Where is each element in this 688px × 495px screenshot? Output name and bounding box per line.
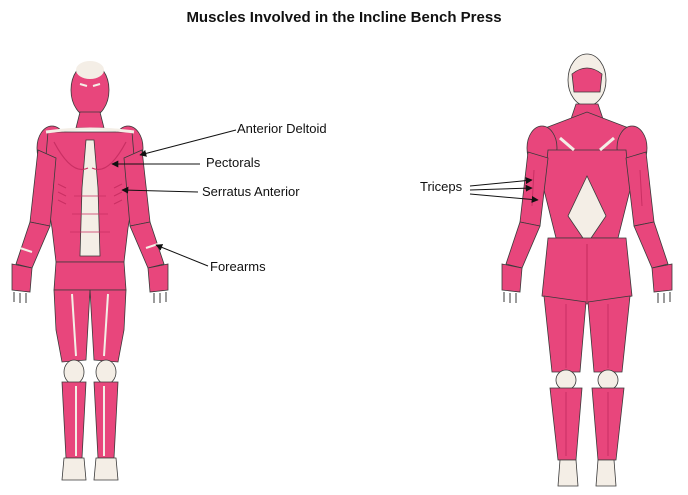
front-hips	[53, 261, 127, 291]
arrow-triceps-2	[469, 184, 533, 192]
label-triceps: Triceps	[420, 179, 463, 194]
front-left-foot	[61, 457, 87, 481]
front-right-thigh	[89, 289, 127, 363]
label-serratus-anterior: Serratus Anterior	[202, 184, 300, 199]
label-anterior-deltoid: Anterior Deltoid	[237, 121, 327, 136]
front-right-foot	[93, 457, 119, 481]
back-right-heel	[595, 459, 617, 487]
front-left-shin	[61, 381, 87, 459]
front-right-shin	[93, 381, 119, 459]
back-right-thigh	[587, 295, 631, 373]
diagram-title: Muscles Involved in the Incline Bench Pr…	[186, 9, 502, 26]
back-left-upper-arm	[519, 151, 549, 227]
back-right-upper-arm	[625, 151, 655, 227]
back-left-forearm	[505, 221, 541, 269]
front-right-forearm	[129, 221, 165, 269]
callout-arrows	[111, 129, 539, 267]
back-right-hand	[651, 263, 673, 293]
back-left-hand	[501, 263, 523, 293]
arrow-anterior-deltoid	[139, 129, 237, 157]
front-left-forearm	[15, 221, 51, 269]
arrow-forearms	[155, 244, 209, 267]
back-left-heel	[557, 459, 579, 487]
label-forearms: Forearms	[210, 259, 266, 274]
front-left-hand	[11, 263, 33, 293]
front-figure	[11, 61, 169, 481]
front-right-hand	[147, 263, 169, 293]
front-neck	[75, 111, 105, 129]
back-figure	[501, 53, 673, 487]
arrow-serratus-anterior	[121, 186, 199, 194]
label-pectorals: Pectorals	[206, 155, 261, 170]
arrow-triceps-3	[469, 193, 539, 203]
back-left-thigh	[543, 295, 587, 373]
arrow-triceps-1	[469, 177, 533, 187]
back-right-forearm	[633, 221, 669, 269]
